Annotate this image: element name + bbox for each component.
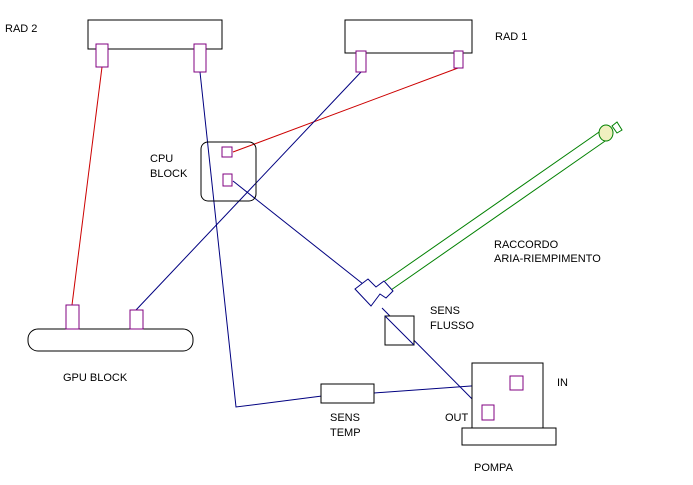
gpu-block-port-right [129,309,144,330]
pump-in-label: IN [557,377,568,389]
raccordo-label-line2: ARIA-RIEMPIMENTO [494,253,601,265]
gpu-block: GPU BLOCK [27,304,194,384]
radiator-2: RAD 2 [5,19,223,73]
radiator-1-port-left [355,50,367,73]
radiator-1-port-right [453,50,464,69]
cpu-block-body [200,141,257,202]
tube-fitting-to-valve-green-a [384,129,603,282]
cpu-block: CPU BLOCK [150,141,257,202]
raccordo-label-line1: RACCORDO [494,239,559,251]
tube-rad1-to-gpu-blue [135,71,362,311]
cpu-block-port-top [221,146,233,158]
cpu-block-label-line2: BLOCK [150,168,188,180]
temp-sensor-label-line1: SENS [330,412,360,424]
cpu-block-port-bottom [222,173,233,187]
radiator-2-port-right [193,43,207,73]
pump-label: POMPA [474,462,514,474]
pump-out-label: OUT [445,412,469,424]
radiator-1-body [344,19,473,54]
flow-sensor-label-line2: FLUSSO [430,320,474,332]
pump-port-out [481,404,495,421]
fill-fitting: RACCORDO ARIA-RIEMPIMENTO [354,121,623,307]
fill-valve-tip [611,121,623,134]
fill-valve-icon [598,124,614,142]
tube-rad2-to-sens-temp-blue [199,71,323,408]
tube-rad2-to-gpu-red [71,66,103,306]
temp-sensor-label-line2: TEMP [330,427,361,439]
radiator-1: RAD 1 [344,19,527,73]
radiator-2-port-left [95,43,109,68]
temp-sensor-body [320,383,375,404]
gpu-block-body [27,328,194,352]
radiator-2-label: RAD 2 [5,23,37,35]
flow-sensor-label-line1: SENS [430,305,460,317]
gpu-block-port-left [65,304,80,330]
gpu-block-label: GPU BLOCK [63,372,128,384]
temp-sensor: SENS TEMP [320,383,375,439]
pump: IN OUT POMPA [445,362,568,474]
tube-fitting-to-valve-green-b [390,138,609,291]
cpu-block-label-line1: CPU [150,153,173,165]
tube-rad1-to-cpu-red [232,67,459,153]
flow-sensor: SENS FLUSSO [384,305,474,346]
pump-base [461,427,557,446]
flow-sensor-pass-through [384,315,415,346]
fill-fitting-body [354,278,394,307]
pump-port-in [509,375,524,391]
radiator-1-label: RAD 1 [495,31,527,43]
tube-cpu-to-fitting-blue [232,180,364,285]
